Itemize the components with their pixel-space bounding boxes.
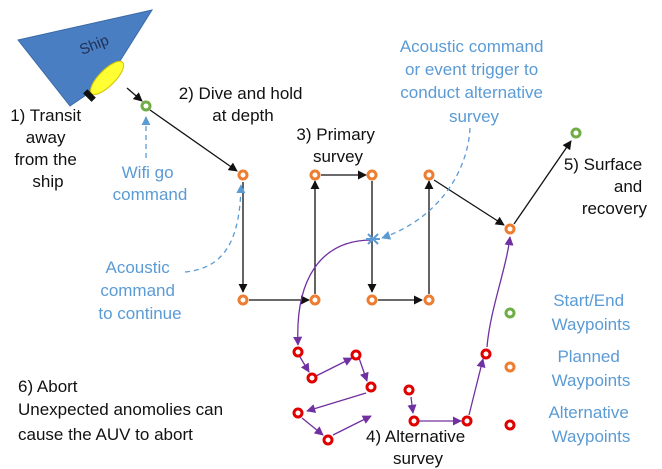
legend-planned-label: Planned Waypoints	[552, 347, 631, 390]
planned-waypoint	[366, 294, 378, 306]
planned-waypoint	[237, 169, 249, 181]
waypoints	[140, 100, 582, 446]
alternative-waypoint	[292, 346, 304, 358]
step-surface-label: 5) Surface and recovery	[564, 155, 648, 218]
end-waypoint	[570, 127, 582, 139]
planned-waypoint	[504, 223, 516, 235]
alternative-waypoint	[480, 348, 492, 360]
alternative-path	[293, 236, 514, 436]
step-alternative-label: 4) Alternative survey	[366, 427, 470, 468]
ship: Ship	[17, 9, 154, 107]
planned-waypoint	[309, 294, 321, 306]
step-primary-label: 3) Primary survey	[296, 125, 379, 166]
alternative-waypoint	[365, 381, 377, 393]
planned-path	[126, 87, 572, 305]
alternative-waypoint	[403, 384, 415, 396]
start-waypoint	[140, 100, 152, 112]
legend-alternative-marker	[504, 419, 516, 431]
legend-startend-label: Start/End Waypoints	[552, 291, 631, 334]
legend	[504, 307, 516, 431]
alternative-waypoint	[322, 434, 334, 446]
legend-startend-marker	[504, 307, 516, 319]
planned-waypoint	[366, 169, 378, 181]
step-transit-label: 1) Transit away from the ship	[10, 106, 86, 191]
command-arrows	[141, 116, 471, 273]
planned-waypoint	[423, 169, 435, 181]
alternative-waypoint	[350, 349, 362, 361]
step-dive-label: 2) Dive and hold at depth	[179, 84, 308, 125]
acoustic-alternative-note: Acoustic command or event trigger to con…	[400, 37, 548, 126]
legend-alternative-label: Alternative Waypoints	[548, 403, 633, 446]
alternative-waypoint	[408, 415, 420, 427]
alternative-waypoint	[461, 415, 473, 427]
alternative-waypoint	[306, 372, 318, 384]
step-abort-label: 6) Abort Unexpected anomolies can cause …	[18, 377, 228, 444]
wifi-command-note: Wifi go command	[113, 163, 188, 204]
planned-waypoint	[423, 294, 435, 306]
planned-waypoint	[237, 294, 249, 306]
alternative-waypoint	[292, 407, 304, 419]
auv-vehicle	[83, 60, 125, 102]
trigger-point-icon	[366, 233, 380, 245]
acoustic-continue-note: Acoustic command to continue	[98, 258, 181, 323]
planned-waypoint	[309, 169, 321, 181]
legend-planned-marker	[504, 361, 516, 373]
